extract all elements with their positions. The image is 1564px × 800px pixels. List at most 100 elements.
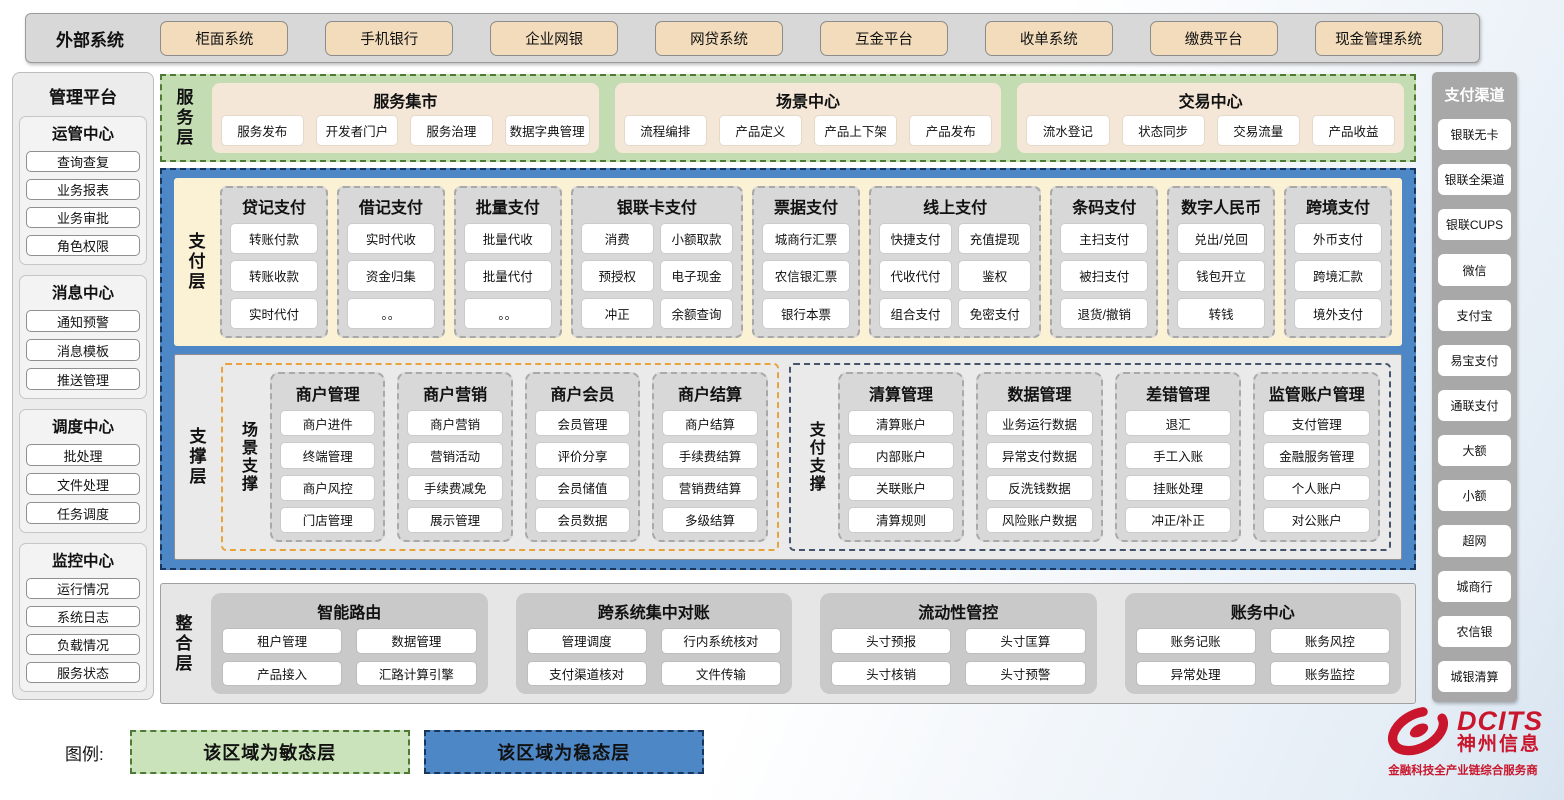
support-item-node: 商户进件 (281, 411, 375, 436)
service-item-node: 产品定义 (719, 116, 802, 145)
sidebar-item-node: 任务调度 (26, 502, 140, 524)
service-center: 交易中心流水登记状态同步交易流量产品收益 (1017, 83, 1405, 153)
payment-item-node: 冲正 (581, 298, 653, 328)
support-group: 监管账户管理支付管理金融服务管理个人账户对公账户 (1253, 372, 1380, 542)
payment-channel-node: 城银清算 (1438, 660, 1511, 693)
support-group: 商户营销商户营销营销活动手续费减免展示管理 (397, 372, 513, 542)
support-item-node: 冲正/补正 (1125, 507, 1231, 532)
support-item-node: 反洗钱数据 (987, 475, 1092, 500)
payment-channel-node: 易宝支付 (1438, 344, 1511, 376)
support-group-title: 清算管理 (868, 387, 933, 404)
support-item-node: 关联账户 (848, 475, 954, 500)
support-item-node: 商户结算 (663, 411, 757, 436)
integration-group: 账务中心账务记账账务风控异常处理账务监控 (1124, 593, 1401, 694)
integration-item-node: 头寸预警 (966, 661, 1085, 685)
payment-group: 批量支付批量代收批量代付。。 (453, 186, 562, 338)
external-system-node: 网贷系统 (655, 20, 784, 56)
integration-group: 智能路由租户管理数据管理产品接入汇路计算引擎 (211, 593, 488, 694)
payment-item-node: 转账付款 (231, 224, 317, 254)
payment-group: 借记支付实时代收资金归集。。 (336, 186, 445, 338)
integration-group-items: 头寸预报头寸匡算头寸核销头寸预警 (832, 629, 1085, 685)
support-section-label: 支付支撑 (806, 421, 824, 493)
sidebar-item-node: 批处理 (26, 444, 140, 466)
support-group: 商户会员会员管理评价分享会员储值会员数据 (524, 372, 641, 542)
service-center-items: 流程编排产品定义产品上下架产品发布 (624, 116, 992, 145)
support-group-items: 会员管理评价分享会员储值会员数据 (535, 411, 630, 532)
integration-layer-label: 整合层 (172, 613, 192, 674)
legend: 图例: 该区域为敏态层 该区域为稳态层 (65, 730, 704, 774)
payment-group-title: 数字人民币 (1181, 200, 1262, 217)
payment-group-title: 票据支付 (773, 200, 838, 217)
support-item-node: 营销费结算 (663, 475, 757, 500)
payment-group-items: 消费小额取款预授权电子现金冲正余额查询 (581, 224, 733, 328)
payment-group-items: 兑出/兑回钱包开立转钱 (1178, 224, 1265, 328)
support-item-node: 支付管理 (1264, 411, 1369, 436)
service-center: 服务集市服务发布开发者门户服务治理数据字典管理 (212, 83, 599, 153)
sidebar-group: 运管中心查询查复业务报表业务审批角色权限 (19, 116, 147, 265)
support-group-title: 商户结算 (677, 387, 742, 404)
support-groups: 清算管理清算账户内部账户关联账户清算规则数据管理业务运行数据异常支付数据反洗钱数… (837, 372, 1380, 542)
stable-layer-box: 支付层 贷记支付转账付款转账收款实时代付借记支付实时代收资金归集。。批量支付批量… (160, 168, 1416, 570)
sidebar-group-title: 调度中心 (51, 419, 114, 436)
dcits-name: 神州信息 (1457, 734, 1542, 756)
service-item-node: 服务治理 (411, 116, 492, 145)
payment-item-node: 转钱 (1178, 298, 1265, 328)
payment-item-node: 组合支付 (879, 298, 952, 328)
external-systems-title: 外部系统 (56, 30, 124, 50)
support-item-node: 商户风控 (281, 475, 375, 500)
payment-group-items: 实时代收资金归集。。 (347, 224, 434, 328)
support-layer: 支撑层 场景支撑商户管理商户进件终端管理商户风控门店管理商户营销商户营销营销活动… (174, 354, 1402, 560)
support-group-title: 监管账户管理 (1268, 387, 1365, 404)
integration-group-title: 账务中心 (1230, 605, 1295, 622)
integration-item-node: 头寸核销 (832, 661, 951, 685)
service-centers: 服务集市服务发布开发者门户服务治理数据字典管理场景中心流程编排产品定义产品上下架… (212, 83, 1405, 153)
support-group-title: 商户营销 (423, 387, 488, 404)
service-item-node: 服务发布 (222, 116, 303, 145)
integration-group-title: 跨系统集中对账 (597, 605, 710, 622)
payment-channel-node: 支付宝 (1438, 299, 1511, 331)
payment-group-title: 贷记支付 (241, 200, 306, 217)
payment-item-node: 代收代付 (879, 261, 952, 291)
dcits-brand: DCITS (1457, 705, 1543, 736)
service-center-title: 服务集市 (373, 94, 438, 111)
external-systems-list: 柜面系统手机银行企业网银网贷系统互金平台收单系统缴费平台现金管理系统 (124, 20, 1479, 56)
payment-group-title: 跨境支付 (1306, 200, 1371, 217)
payment-channel-node: 通联支付 (1438, 389, 1511, 422)
integration-layer: 整合层 智能路由租户管理数据管理产品接入汇路计算引擎跨系统集中对账管理调度行内系… (160, 583, 1416, 704)
payment-item-node: 消费 (581, 224, 653, 254)
integration-group-title: 流动性管控 (918, 605, 999, 622)
payment-group-items: 主扫支付被扫支付退货/撤销 (1061, 224, 1148, 328)
payment-item-node: 余额查询 (660, 298, 733, 328)
support-item-node: 会员数据 (535, 507, 630, 532)
sidebar-item-node: 业务报表 (26, 179, 140, 200)
payment-item-node: 转账收款 (231, 261, 317, 291)
dcits-logo-top: DCITS 神州信息 (1383, 702, 1543, 760)
support-item-node: 会员储值 (535, 475, 630, 500)
payment-item-node: 预授权 (581, 261, 653, 291)
support-item-node: 对公账户 (1264, 507, 1369, 532)
payment-group: 数字人民币兑出/兑回钱包开立转钱 (1167, 186, 1276, 338)
external-system-node: 互金平台 (819, 20, 948, 56)
payment-group-items: 外币支付跨境汇款境外支付 (1295, 224, 1381, 328)
sidebar-item-node: 系统日志 (26, 606, 140, 627)
integration-group-title: 智能路由 (317, 605, 382, 622)
sidebar-item-node: 查询查复 (26, 151, 140, 172)
payment-item-node: 电子现金 (660, 261, 733, 291)
payment-item-node: 批量代付 (464, 261, 551, 291)
support-group-items: 支付管理金融服务管理个人账户对公账户 (1264, 411, 1369, 532)
payment-channel-node: 银联全渠道 (1438, 164, 1511, 196)
payment-group-title: 借记支付 (358, 200, 423, 217)
support-section-scene: 场景支撑商户管理商户进件终端管理商户风控门店管理商户营销商户营销营销活动手续费减… (221, 363, 779, 551)
support-item-node: 个人账户 (1264, 475, 1369, 500)
service-center-title: 场景中心 (776, 94, 841, 111)
legend-agile-layer: 该区域为敏态层 (129, 730, 410, 774)
service-center: 场景中心流程编排产品定义产品上下架产品发布 (614, 83, 1002, 153)
payment-item-node: 批量代收 (464, 224, 551, 254)
integration-item-node: 账务监控 (1270, 661, 1389, 685)
support-group-items: 清算账户内部账户关联账户清算规则 (848, 411, 954, 532)
sidebar-item-node: 通知预警 (26, 310, 140, 332)
sidebar-item-node: 运行情况 (26, 578, 140, 599)
service-center-title: 交易中心 (1178, 94, 1243, 111)
service-item-node: 开发者门户 (316, 116, 398, 145)
payment-channel-node: 超网 (1438, 525, 1511, 557)
